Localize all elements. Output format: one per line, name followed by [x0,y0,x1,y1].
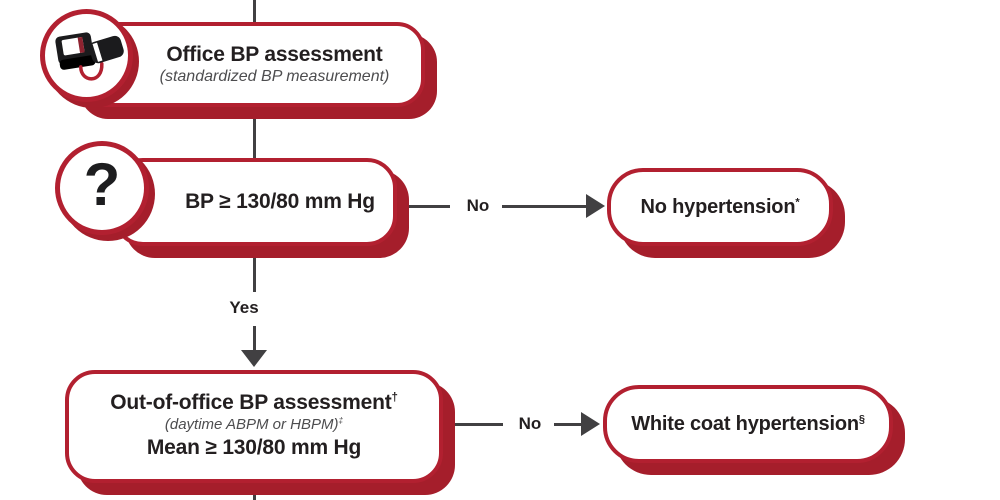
connector-yes-arrow-shaft [253,326,256,352]
connector-no-bottom-right [554,423,583,426]
footnote-marker: * [795,195,800,208]
footnote-marker: § [858,412,865,425]
connector-bottom-vertical [253,478,256,500]
node-threshold-line: Mean ≥ 130/80 mm Hg [146,436,362,460]
node-title: No hypertension* [640,195,800,218]
arrowhead-right-top-icon [586,194,605,218]
edge-label-yes: Yes [229,298,259,317]
footnote-marker: † [391,392,398,405]
connector-office-to-check [253,100,256,160]
node-title: Office BP assessment [166,42,383,66]
bp-monitor-icon [40,9,133,102]
arrowhead-down-icon [241,350,267,367]
node-no-hypertension: No hypertension* [607,168,833,246]
connector-top-vertical [253,0,256,26]
node-title: Out-of-office BP assessment† [110,391,398,415]
node-subtitle: (daytime ABPM or HBPM)‡ [164,415,344,433]
connector-no-bottom-left [450,423,503,426]
node-title: BP ≥ 130/80 mm Hg [185,189,375,213]
arrowhead-right-bottom-icon [581,412,600,436]
node-out-of-office-assessment: Out-of-office BP assessment† (daytime AB… [65,370,443,483]
connector-no-top-left [400,205,450,208]
footnote-marker: ‡ [338,415,344,425]
connector-check-to-yes [253,248,256,292]
node-title: White coat hypertension§ [631,412,865,435]
node-bp-threshold-check: BP ≥ 130/80 mm Hg [113,158,397,246]
connector-no-top-right [502,205,587,208]
node-white-coat-hypertension: White coat hypertension§ [603,385,893,463]
edge-label-no-top: No [466,196,490,215]
question-mark-icon: ? [55,141,149,235]
node-subtitle: (standardized BP measurement) [159,67,390,85]
edge-label-no-bottom: No [518,414,542,433]
